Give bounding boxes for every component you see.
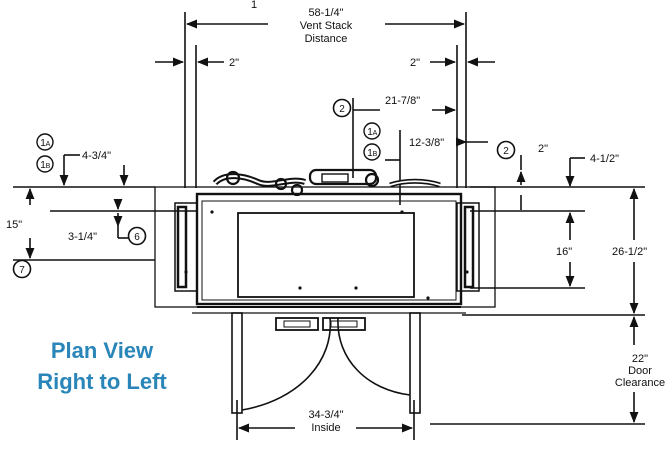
d15-label: 15" <box>6 219 22 231</box>
svg-text:1: 1 <box>40 160 46 171</box>
top-label: 1 <box>251 0 257 11</box>
svg-text:2: 2 <box>339 104 345 115</box>
inside-dimension <box>236 400 415 440</box>
svg-text:1: 1 <box>40 138 46 149</box>
svg-text:B: B <box>373 151 378 158</box>
callout-1a-mid: 1 A <box>363 122 381 140</box>
svg-text:6: 6 <box>134 232 140 243</box>
svg-text:B: B <box>46 163 51 170</box>
left-dimensions <box>13 154 198 261</box>
callout-2-top: 2 <box>332 98 352 118</box>
oven-body <box>154 186 496 314</box>
d16-label: 16" <box>556 246 572 258</box>
svg-text:A: A <box>373 130 378 137</box>
door-line3: Clearance <box>615 377 665 389</box>
d4-3-4-label: 4-3/4" <box>82 150 111 162</box>
callout-1a-left: 1 A <box>36 133 54 151</box>
door-value: 22" <box>632 353 648 365</box>
vent-stack-dimension <box>184 12 467 188</box>
title-line2: Right to Left <box>37 369 167 394</box>
callout-7: 7 <box>12 259 32 279</box>
title-line1: Plan View <box>51 338 154 363</box>
svg-text:2: 2 <box>503 146 509 157</box>
callout-1b-left: 1 B <box>36 155 54 173</box>
d12-dimension <box>385 130 488 205</box>
d3-1-4-label: 3-1/4" <box>68 231 97 243</box>
vent-stack-line2: Vent Stack <box>300 20 353 32</box>
rivets <box>184 210 469 300</box>
svg-text:7: 7 <box>19 265 25 276</box>
d21-dimension <box>352 98 457 178</box>
right-dimensions <box>430 186 645 425</box>
d4-1-2-label: 4-1/2" <box>590 153 619 165</box>
door-line2: Door <box>628 365 652 377</box>
vent-stack-line3: Distance <box>305 33 348 45</box>
callout-2-side: 2 <box>496 140 516 160</box>
left-2in-dimension <box>155 45 224 188</box>
d12-label: 12-3/8" <box>409 137 444 149</box>
d26-label: 26-1/2" <box>612 246 647 258</box>
d21-label: 21-7/8" <box>385 95 420 107</box>
right-2in-label: 2" <box>410 57 420 69</box>
svg-text:A: A <box>46 141 51 148</box>
inside-line2: Inside <box>311 422 340 434</box>
top-piping <box>212 168 441 197</box>
side-2in-label: 2" <box>538 143 548 155</box>
callout-1b-mid: 1 B <box>363 143 381 161</box>
left-2in-label: 2" <box>229 57 239 69</box>
svg-text:1: 1 <box>367 148 373 159</box>
callout-6: 6 <box>127 226 147 246</box>
door-assembly <box>231 312 421 414</box>
svg-text:1: 1 <box>367 127 373 138</box>
vent-stack-value: 58-1/4" <box>308 7 343 19</box>
inside-value: 34-3/4" <box>308 409 343 421</box>
right-2in-dimension <box>430 45 495 188</box>
d4-1-2-dimension <box>565 157 585 188</box>
